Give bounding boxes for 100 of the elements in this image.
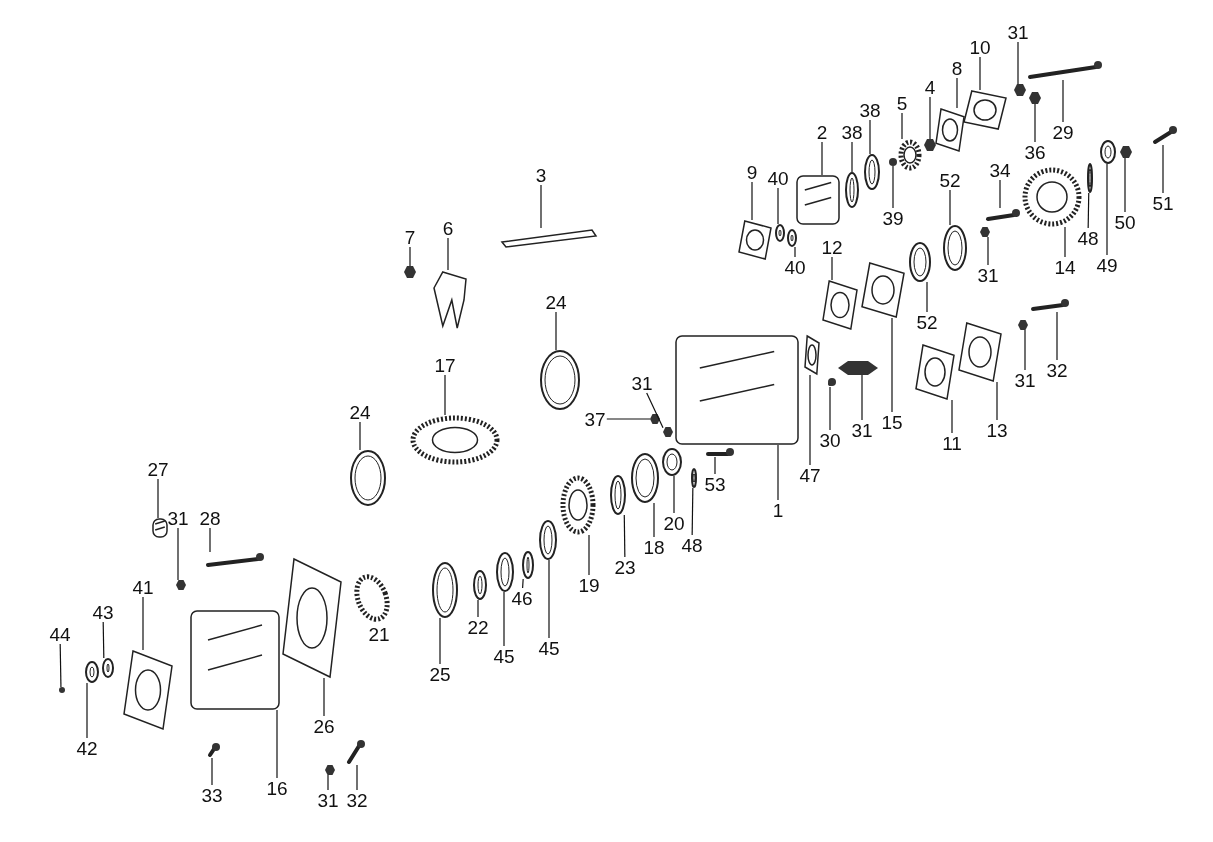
ring-drawing: [1087, 163, 1093, 193]
plate-drawing: [804, 335, 820, 375]
leader-line: [956, 77, 958, 109]
leader-line: [503, 591, 505, 647]
callout-number: 40: [767, 168, 789, 188]
ring-drawing: [102, 658, 114, 678]
leader-line: [1024, 329, 1026, 371]
callout-number: 27: [147, 459, 169, 479]
callout-number: 26: [313, 716, 335, 736]
callout-number: 8: [951, 58, 963, 78]
callout-number: 3: [535, 165, 547, 185]
leader-line: [447, 237, 449, 271]
bolt-drawing: [346, 739, 366, 765]
callout-number: 48: [1077, 228, 1099, 248]
ring-drawing: [1100, 140, 1116, 164]
ring-drawing: [909, 242, 931, 282]
callout-number: 45: [538, 638, 560, 658]
ring-drawing: [539, 520, 557, 560]
callout-number: 15: [881, 412, 903, 432]
callout-number: 31: [851, 420, 873, 440]
callout-number: 41: [132, 577, 154, 597]
callout-number: 37: [584, 409, 606, 429]
leader-line: [831, 256, 833, 281]
callout-number: 42: [76, 738, 98, 758]
nut-drawing: [325, 765, 335, 775]
housing-drawing: [152, 518, 168, 538]
gear-drawing: [410, 415, 500, 465]
plate-drawing: [958, 322, 1002, 382]
leader-line: [409, 246, 411, 267]
plate-drawing: [935, 108, 965, 152]
leader-line: [869, 119, 871, 155]
bolt-drawing: [1152, 125, 1178, 145]
ring-drawing: [85, 661, 99, 683]
leader-line: [949, 189, 951, 226]
plate-drawing: [861, 262, 905, 318]
plate-drawing: [282, 558, 342, 678]
callout-number: 38: [859, 100, 881, 120]
callout-number: 16: [266, 778, 288, 798]
callout-number: 30: [819, 430, 841, 450]
leader-line: [951, 399, 953, 434]
callout-number: 31: [317, 790, 339, 810]
leader-line: [1034, 103, 1036, 143]
leader-line: [1062, 79, 1064, 123]
ring-drawing: [522, 551, 534, 579]
leader-line: [691, 487, 694, 536]
ring-drawing: [787, 229, 797, 247]
ring-drawing: [432, 562, 458, 618]
housing-drawing: [675, 335, 799, 445]
ring-drawing: [350, 450, 386, 506]
callout-number: 40: [784, 257, 806, 277]
leader-line: [1162, 144, 1164, 194]
callout-number: 31: [167, 508, 189, 528]
leader-line: [821, 141, 823, 176]
callout-number: 52: [939, 170, 961, 190]
plate-drawing: [963, 90, 1007, 130]
leader-line: [987, 236, 989, 266]
leader-line: [477, 599, 479, 618]
callout-number: 32: [1046, 360, 1068, 380]
leader-line: [999, 179, 1001, 209]
leader-line: [926, 281, 928, 313]
ring-drawing: [631, 453, 659, 503]
shift-fork-drawing: [432, 270, 468, 330]
ring-drawing: [496, 552, 514, 592]
leader-line: [829, 386, 831, 431]
nut-drawing: [1014, 84, 1026, 96]
callout-number: 46: [511, 588, 533, 608]
callout-number: 47: [799, 465, 821, 485]
leader-line: [102, 621, 105, 659]
leader-line: [1087, 192, 1090, 229]
ring-drawing: [610, 475, 626, 515]
gear-drawing: [1022, 167, 1082, 227]
nut-drawing: [650, 414, 660, 424]
bolt-drawing: [1030, 298, 1070, 312]
callout-number: 50: [1114, 212, 1136, 232]
callout-number: 13: [986, 420, 1008, 440]
callout-number: 12: [821, 237, 843, 257]
leader-line: [1017, 41, 1019, 85]
leader-line: [851, 141, 853, 173]
leader-line: [929, 96, 931, 140]
callout-number: 6: [442, 218, 454, 238]
plate-drawing: [915, 344, 955, 400]
ring-drawing: [540, 350, 580, 410]
ring-drawing: [845, 172, 859, 208]
leader-line: [646, 392, 664, 429]
leader-line: [606, 418, 651, 420]
leader-line: [439, 617, 441, 665]
nut-drawing: [404, 266, 416, 278]
leader-line: [996, 381, 998, 421]
callout-number: 23: [614, 557, 636, 577]
callout-number: 34: [989, 160, 1011, 180]
callout-number: 22: [467, 617, 489, 637]
callout-number: 51: [1152, 193, 1174, 213]
callout-number: 4: [924, 77, 936, 97]
leader-line: [901, 112, 903, 140]
callout-number: 19: [578, 575, 600, 595]
leader-line: [142, 596, 144, 651]
ring-drawing: [943, 225, 967, 271]
plate-drawing: [738, 220, 772, 260]
leader-line: [177, 527, 179, 581]
callout-number: 31: [1007, 22, 1029, 42]
